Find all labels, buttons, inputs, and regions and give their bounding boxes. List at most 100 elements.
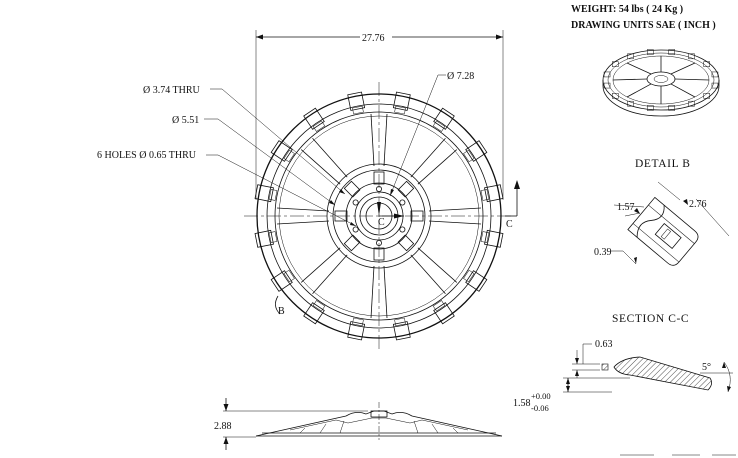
- isometric-view: [602, 49, 720, 117]
- lug-notch: [432, 120, 446, 132]
- section-cc-title: SECTION C-C: [612, 313, 689, 325]
- tread-lug: [270, 140, 293, 162]
- iso-tooth: [668, 105, 675, 111]
- spoke-edge: [312, 137, 348, 178]
- iso-spoke: [626, 83, 652, 98]
- hub-pad: [397, 180, 415, 198]
- section-angle-label: 5°: [702, 362, 711, 373]
- iso-tooth: [612, 93, 619, 99]
- units-note: DRAWING UNITS SAE ( INCH ): [571, 20, 716, 31]
- spoke-edge: [417, 247, 458, 283]
- tread-lug: [347, 321, 366, 341]
- bolt-hole: [352, 226, 359, 233]
- iso-spoke: [612, 78, 648, 81]
- tread-lug: [392, 321, 411, 341]
- lug-notch: [283, 149, 295, 163]
- weight-note: WEIGHT: 54 lbs ( 24 Kg ): [571, 4, 683, 15]
- iso-tooth: [711, 71, 719, 78]
- lug-notch: [352, 105, 364, 115]
- iso-tooth: [668, 49, 675, 55]
- section-tol-minus: -0.06: [531, 403, 549, 413]
- tread-lug: [303, 302, 325, 325]
- spoke-edge: [383, 113, 388, 167]
- spoke-edge: [428, 220, 482, 225]
- iso-tooth: [688, 100, 695, 107]
- iso-spoke: [674, 78, 710, 81]
- iso-tooth: [647, 49, 654, 55]
- tread-lug: [254, 229, 274, 248]
- iso-tooth: [603, 71, 611, 78]
- dia-7-28-callout: Ø 7.28: [447, 71, 474, 82]
- section-tol-plus: +0.00: [531, 391, 551, 401]
- iso-tooth: [627, 53, 634, 60]
- detail-b-dim-3: 0.39: [594, 247, 612, 258]
- bolt-hole: [352, 199, 359, 206]
- bolt-hole: [399, 226, 406, 233]
- section-mark-label: C: [506, 219, 513, 230]
- tread-lug: [347, 91, 366, 111]
- tread-lug: [270, 270, 293, 292]
- detail-mark-label: B: [278, 306, 285, 317]
- iso-tooth: [647, 105, 654, 111]
- tread-lugs: [254, 91, 504, 341]
- iso-spoke: [626, 62, 652, 75]
- iso-tooth: [703, 61, 710, 67]
- spoke-edge: [370, 265, 375, 319]
- hole-3-74-callout: Ø 3.74 THRU: [143, 85, 201, 96]
- lug-notch: [312, 120, 326, 132]
- section-cc-view: SECTION C-C 0.63 1.58 +0.00 -0.06 5°: [513, 313, 733, 413]
- side-height-label: 2.88: [214, 421, 232, 432]
- spoke-edge: [383, 265, 388, 319]
- lug-notch: [268, 189, 278, 201]
- tread-lug: [433, 107, 455, 130]
- iso-spoke: [670, 83, 696, 98]
- detail-b-dim-1: 1.57: [617, 202, 635, 213]
- lug-notch: [463, 149, 475, 163]
- spoke-edge: [276, 207, 330, 212]
- lug-notch: [268, 231, 278, 243]
- iso-tooth: [703, 93, 710, 99]
- lug-notch: [394, 317, 406, 327]
- spoke-edge: [300, 247, 341, 283]
- spoke-edge: [410, 254, 446, 295]
- detail-marker: B: [275, 295, 285, 317]
- section-marker: C: [505, 180, 520, 230]
- spoke-edge: [410, 137, 446, 178]
- section-thickness-label: 0.63: [595, 339, 613, 350]
- tread-lug: [254, 184, 274, 203]
- spoke-edge: [312, 254, 348, 295]
- spoke-edge: [276, 220, 330, 225]
- tread-lug: [465, 140, 488, 162]
- lug-notch: [394, 105, 406, 115]
- dia-5-51-callout: Ø 5.51: [172, 115, 199, 126]
- tread-lug: [433, 302, 455, 325]
- iso-spoke: [670, 62, 696, 75]
- lug-notch: [480, 231, 490, 243]
- hub-pad: [343, 180, 361, 198]
- callout-leaders: Ø 3.74 THRU Ø 5.51 6 HOLES Ø 0.65 THRU Ø…: [97, 71, 474, 227]
- tread-lug: [303, 107, 325, 130]
- lug-notch: [463, 269, 475, 283]
- lug-notch: [432, 300, 446, 312]
- spoke-edge: [300, 149, 341, 185]
- iso-tooth: [627, 100, 634, 107]
- bolt-hole-pattern: [352, 185, 406, 246]
- bolt-hole: [399, 199, 406, 206]
- overall-diameter-dimension: 27.76: [255, 30, 504, 200]
- spoke-edge: [417, 149, 458, 185]
- lug-notch: [283, 269, 295, 283]
- tread-lug: [392, 91, 411, 111]
- spokes: [276, 113, 482, 319]
- lug-notch: [312, 300, 326, 312]
- detail-b-view: DETAIL B 1.57 2.76 0.39: [594, 158, 730, 266]
- hub-pad: [397, 234, 415, 252]
- iso-tooth: [612, 61, 619, 67]
- six-holes-callout: 6 HOLES Ø 0.65 THRU: [97, 150, 197, 161]
- spoke-edge: [428, 207, 482, 212]
- wheel-front-view: [244, 82, 514, 352]
- detail-b-dim-2: 2.76: [689, 199, 707, 210]
- tread-lug: [465, 270, 488, 292]
- spoke-edge: [370, 113, 375, 167]
